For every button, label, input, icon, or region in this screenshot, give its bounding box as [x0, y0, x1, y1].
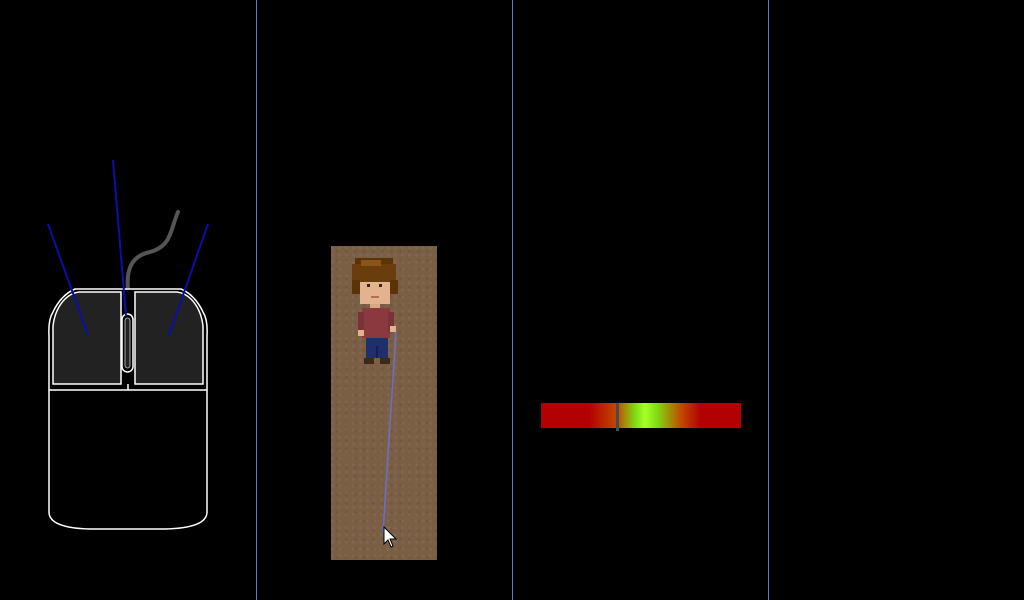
timing-meter-panel — [513, 0, 768, 600]
panel-divider — [768, 0, 769, 600]
panel-divider — [256, 0, 257, 600]
scroll-wheel-inner — [124, 317, 131, 369]
wheel-indicator — [112, 159, 127, 317]
mouse-diagram — [47, 159, 209, 530]
timing-meter-marker — [615, 403, 619, 431]
mouse-cord — [125, 210, 180, 292]
character-scene — [352, 258, 398, 548]
right-button-indicator — [168, 223, 209, 336]
left-mouse-button[interactable] — [52, 291, 122, 385]
right-mouse-button[interactable] — [134, 291, 204, 385]
pixel-character[interactable] — [352, 258, 398, 364]
empty-panel — [769, 0, 1024, 600]
character-panel — [257, 0, 512, 600]
aim-line — [382, 331, 397, 533]
mouse-controls-panel — [0, 0, 256, 600]
left-button-indicator — [47, 223, 89, 336]
cursor-arrow-icon — [383, 525, 398, 548]
panel-divider — [512, 0, 513, 600]
timing-meter-bar[interactable] — [541, 403, 741, 428]
